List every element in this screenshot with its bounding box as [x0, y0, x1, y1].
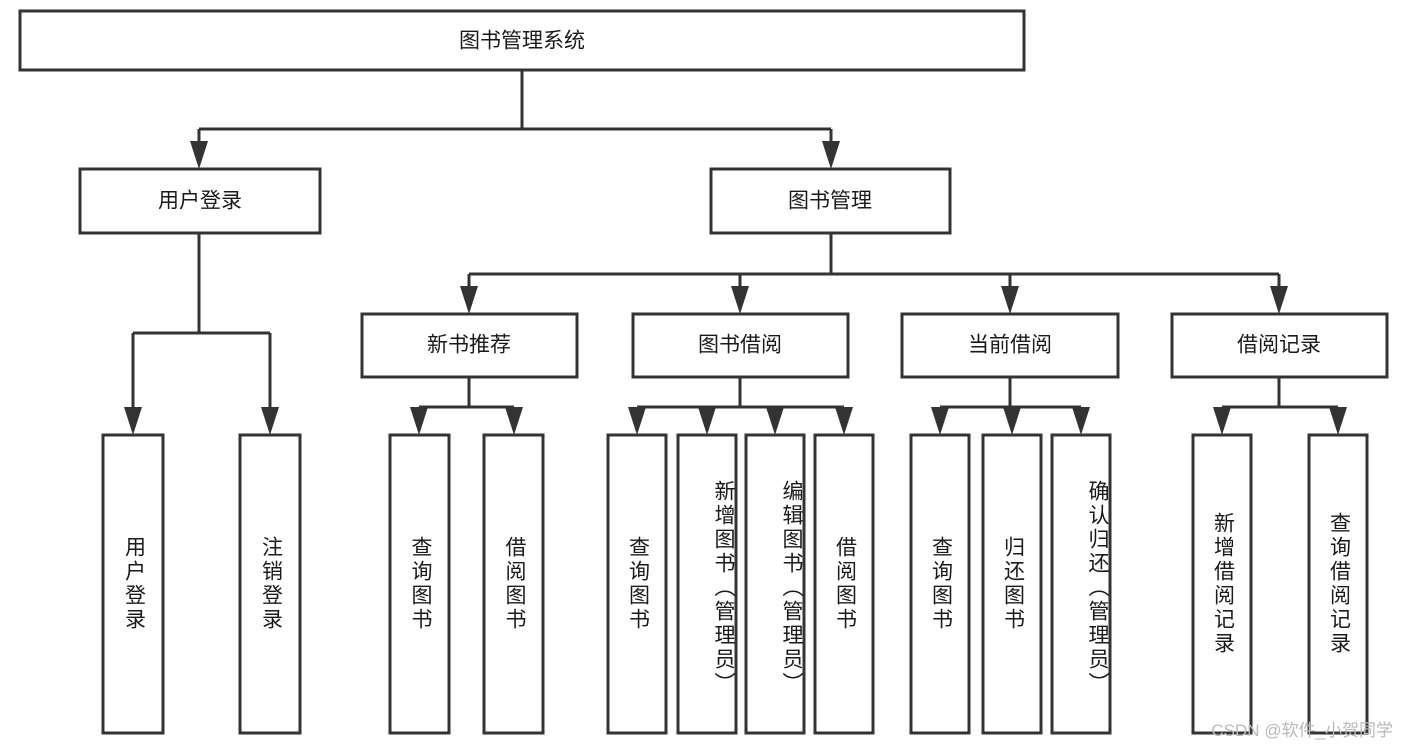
arrow-head-user-login: [190, 141, 208, 169]
node-book-borrow-box[interactable]: [631, 312, 850, 379]
arrow-head-book-borrow: [731, 286, 749, 314]
arrow-head-leaf-query-record: [1329, 407, 1347, 435]
arrow-head-leaf-edit-book: [766, 407, 784, 435]
arrow-head-new-book-rec: [460, 286, 478, 314]
node-book-borrow-label: 图书借阅: [698, 334, 782, 357]
arrow-head-leaf-add-record: [1213, 407, 1231, 435]
arrow-head-leaf-borrow-book-rec: [505, 407, 523, 435]
node-leaf-user-login-box[interactable]: [101, 433, 165, 735]
node-book-manage-label: 图书管理: [788, 190, 872, 213]
node-user-login-box[interactable]: [78, 167, 322, 235]
node-current-borrow-box[interactable]: [900, 312, 1120, 379]
connector-group-new-book-rec: [410, 377, 523, 435]
arrow-head-leaf-user-logout: [261, 407, 279, 435]
connector-group-book-borrow: [628, 377, 853, 435]
arrow-head-borrow-record: [1270, 286, 1288, 314]
node-leaf-borrow-book-rec-box[interactable]: [482, 433, 545, 735]
arrow-head-book-manage: [822, 141, 840, 169]
node-leaf-query-book-rec-box[interactable]: [388, 433, 451, 735]
node-leaf-add-book-box[interactable]: [676, 433, 738, 735]
arrow-head-leaf-borrow-book: [835, 407, 853, 435]
node-borrow-record-box[interactable]: [1170, 312, 1389, 379]
node-leaf-query-book-cur-box[interactable]: [909, 433, 971, 735]
node-user-login-label: 用户登录: [158, 190, 242, 213]
connector-group-user-login: [124, 233, 279, 435]
connector-group-current-borrow: [931, 377, 1090, 435]
node-leaf-add-record-box[interactable]: [1191, 433, 1253, 735]
node-user-login[interactable]: 用户登录: [78, 167, 322, 235]
connector-group-book-manage: [460, 233, 1288, 314]
arrow-head-leaf-query-book-borrow: [628, 407, 646, 435]
node-new-book-rec-label: 新书推荐: [427, 334, 511, 357]
node-root-box[interactable]: [18, 9, 1026, 72]
node-leaf-confirm-return-box[interactable]: [1050, 433, 1112, 735]
arrow-head-leaf-confirm-return: [1072, 407, 1090, 435]
node-leaf-query-record-box[interactable]: [1307, 433, 1369, 735]
node-book-manage-box[interactable]: [709, 167, 952, 235]
node-book-manage[interactable]: 图书管理: [709, 167, 952, 235]
node-book-borrow[interactable]: 图书借阅: [631, 312, 850, 379]
node-borrow-record-label: 借阅记录: [1237, 334, 1321, 357]
node-leaf-borrow-book-box[interactable]: [813, 433, 875, 735]
csdn-watermark: CSDN @软件_小贺同学: [1211, 721, 1393, 740]
arrow-head-leaf-add-book: [698, 407, 716, 435]
node-root[interactable]: 图书管理系统: [18, 9, 1026, 72]
arrow-head-leaf-return-book: [1003, 407, 1021, 435]
node-new-book-rec-box[interactable]: [360, 312, 579, 379]
node-leaf-query-book-borrow-box[interactable]: [606, 433, 668, 735]
node-current-borrow[interactable]: 当前借阅: [900, 312, 1120, 379]
node-leaf-edit-book-box[interactable]: [744, 433, 806, 735]
node-leaf-return-book-box[interactable]: [981, 433, 1043, 735]
node-borrow-record[interactable]: 借阅记录: [1170, 312, 1389, 379]
node-current-borrow-label: 当前借阅: [968, 334, 1052, 357]
connector-group-borrow-record: [1213, 377, 1347, 435]
arrow-head-leaf-user-login: [124, 407, 142, 435]
arrow-head-leaf-query-book-rec: [410, 407, 428, 435]
node-root-label: 图书管理系统: [459, 30, 585, 53]
connector-group-root: [190, 70, 840, 169]
arrow-head-leaf-query-book-cur: [931, 407, 949, 435]
node-new-book-rec[interactable]: 新书推荐: [360, 312, 579, 379]
node-leaf-user-logout-box[interactable]: [238, 433, 302, 735]
arrow-head-current-borrow: [1001, 286, 1019, 314]
